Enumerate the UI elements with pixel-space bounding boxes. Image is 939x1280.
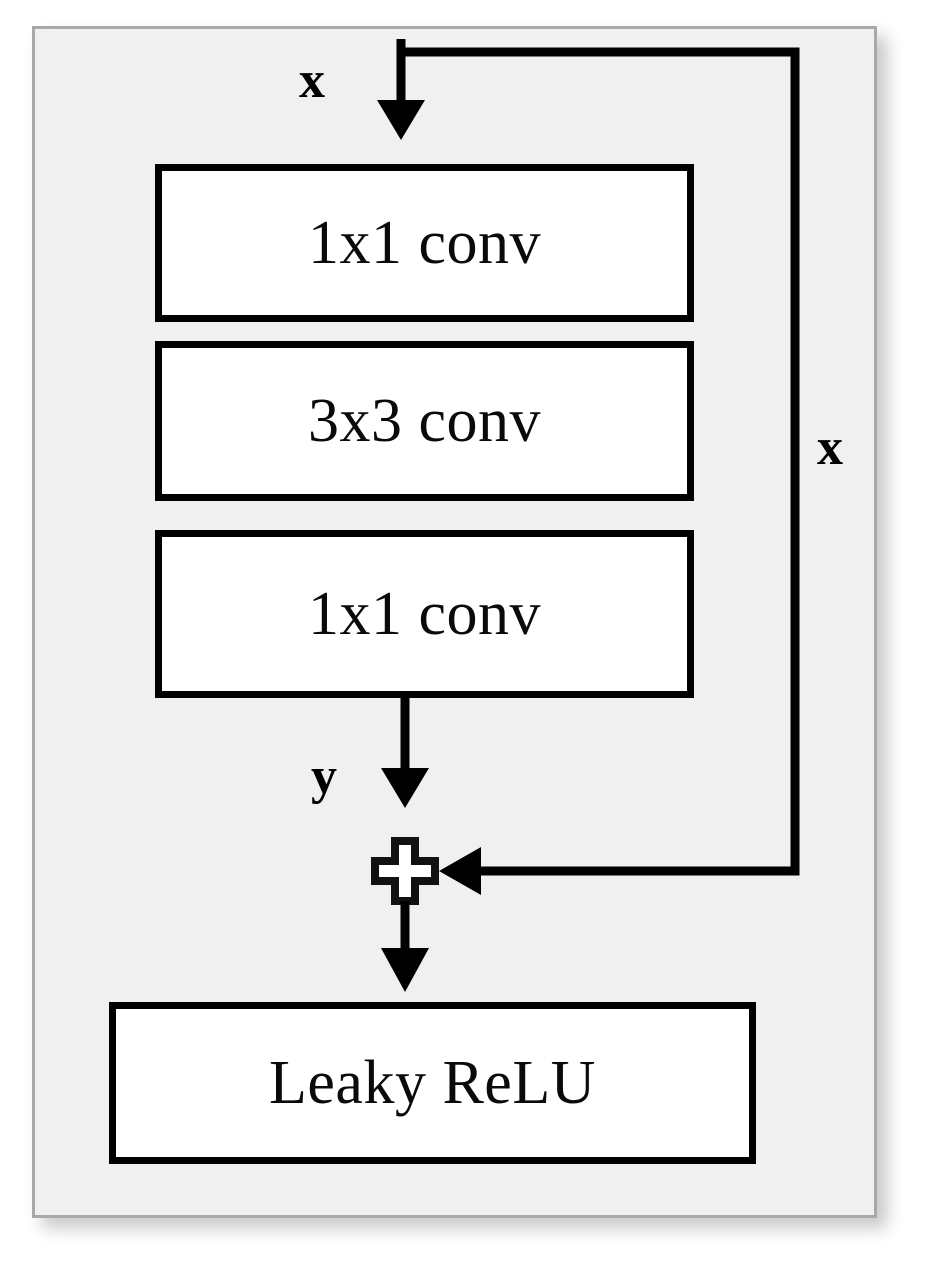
label-input-x: x xyxy=(299,52,325,109)
block-conv2[interactable]: 3x3 conv xyxy=(155,341,694,501)
sum-operator-icon xyxy=(371,837,439,905)
edge-skip-connection xyxy=(396,47,800,895)
block-conv3-label: 1x1 conv xyxy=(307,580,542,648)
block-conv3[interactable]: 1x1 conv xyxy=(155,530,694,698)
edge-conv3-to-sum xyxy=(381,698,429,808)
edge-sum-to-activation xyxy=(381,901,429,992)
block-conv1[interactable]: 1x1 conv xyxy=(155,164,694,322)
block-activation[interactable]: Leaky ReLU xyxy=(109,1002,756,1164)
block-conv2-label: 3x3 conv xyxy=(307,387,542,455)
block-conv1-label: 1x1 conv xyxy=(307,209,542,277)
label-residual-y: y xyxy=(311,748,337,805)
block-activation-label: Leaky ReLU xyxy=(269,1049,596,1117)
label-skip-x: x xyxy=(817,419,843,476)
